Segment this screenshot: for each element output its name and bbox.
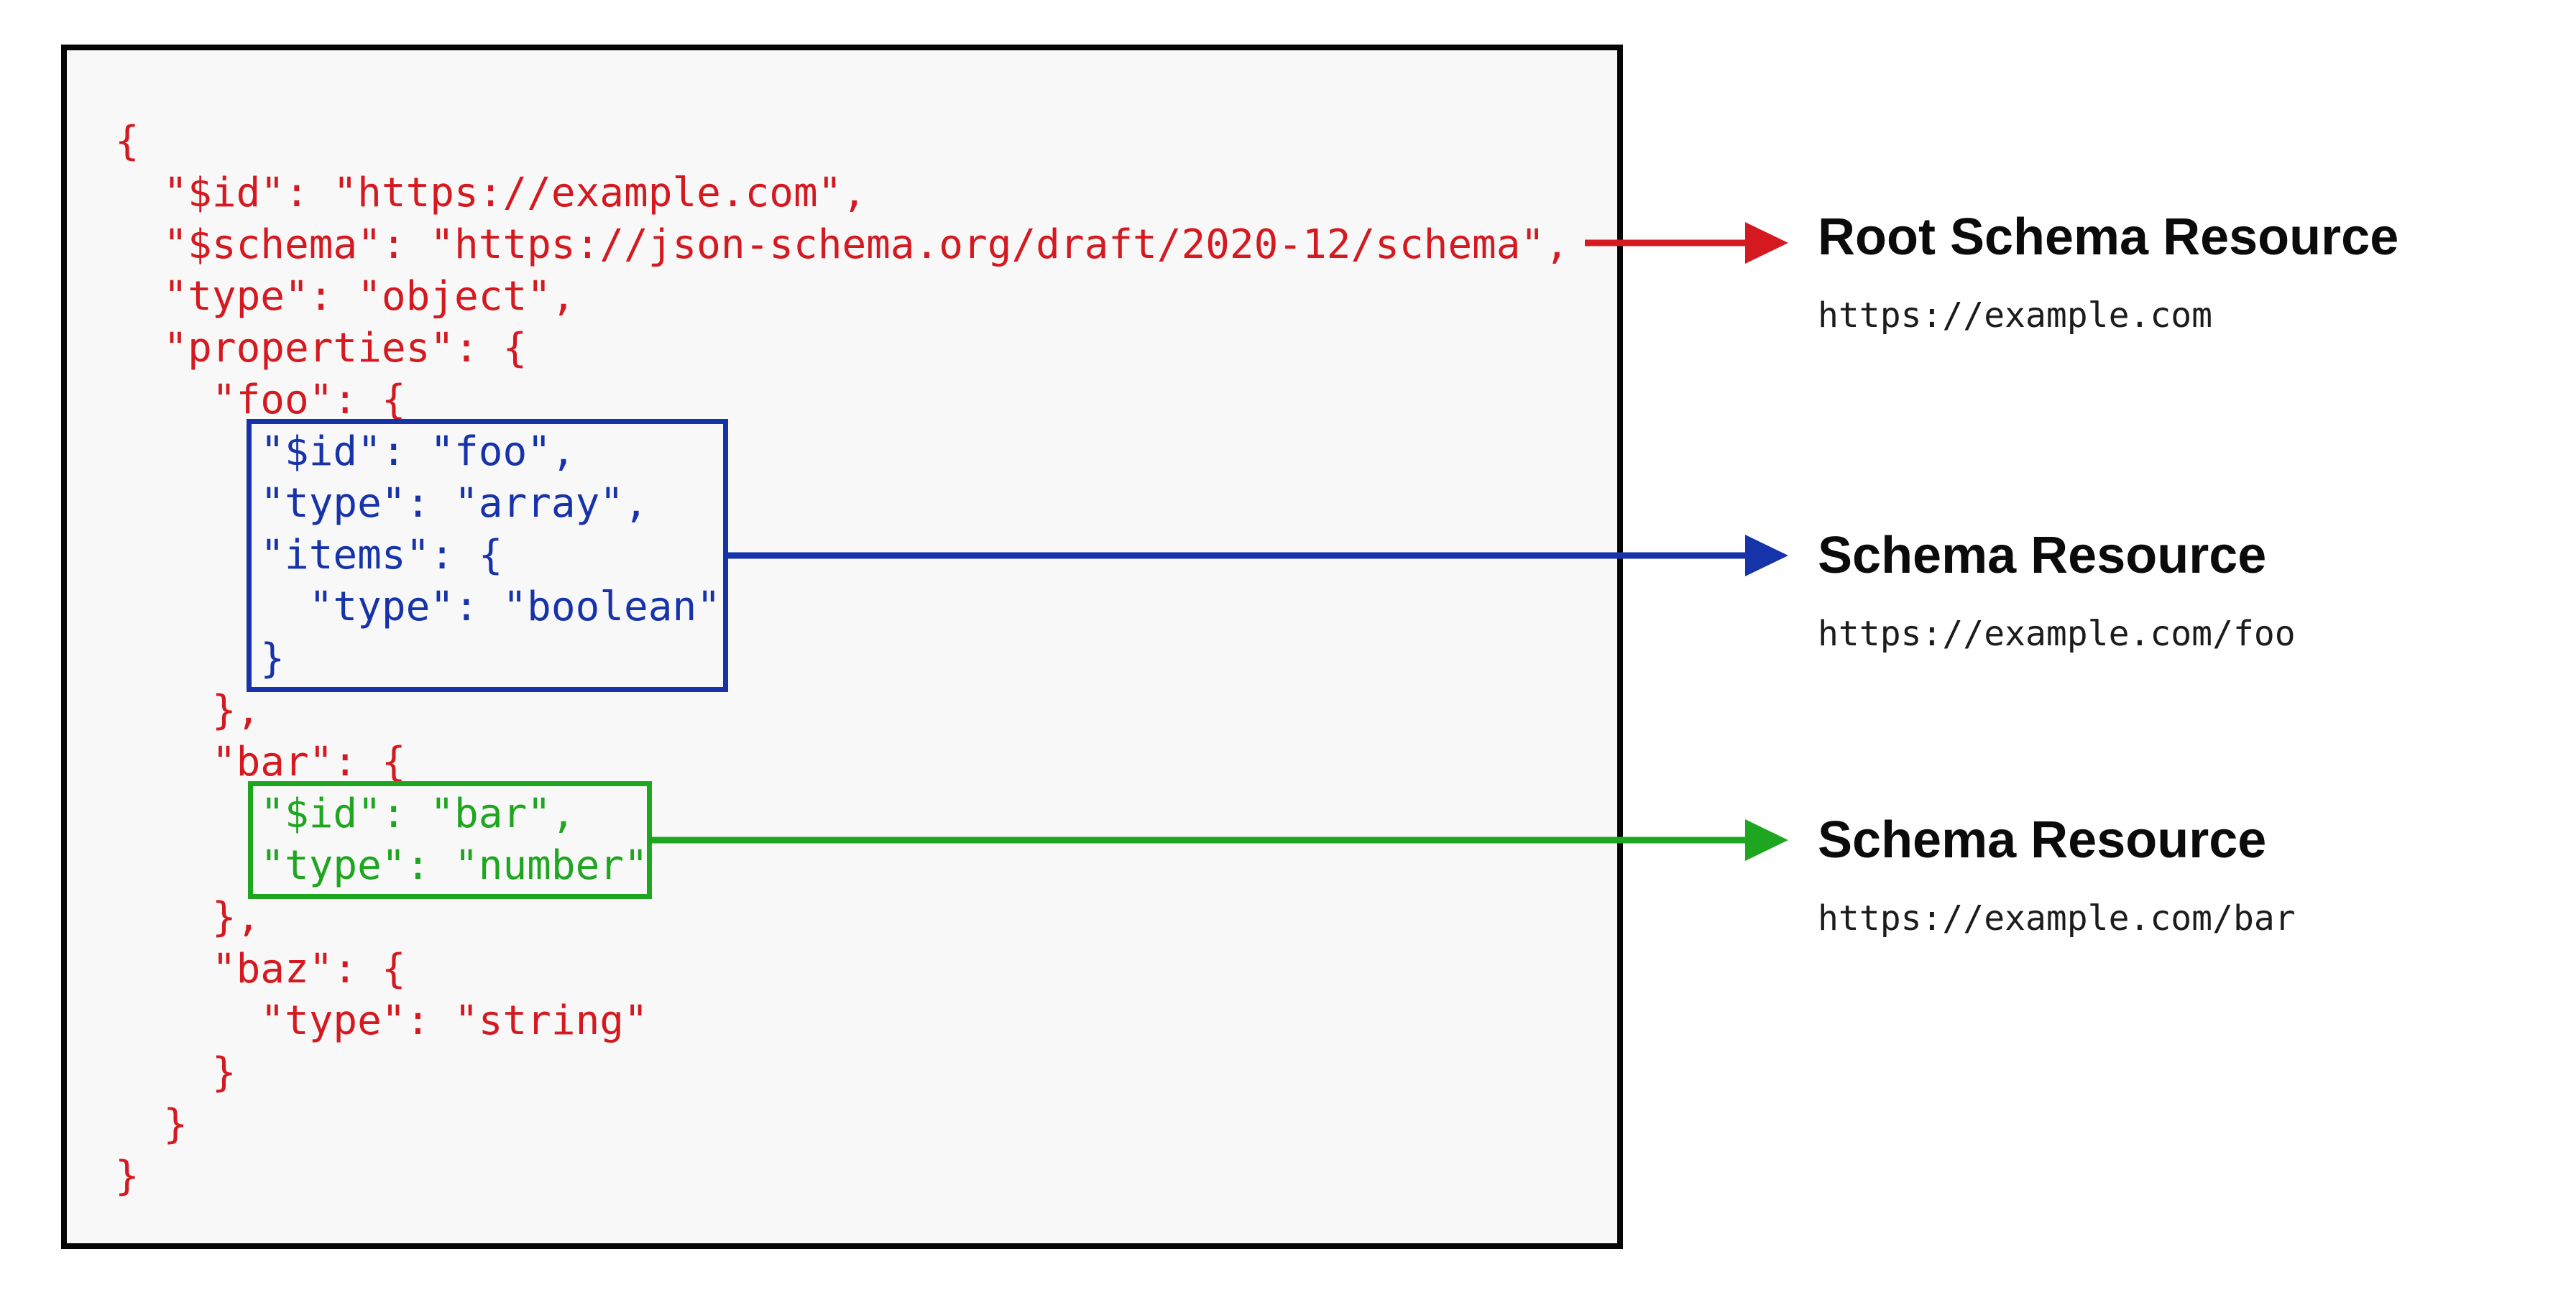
annotation-bar-schema-resource: Schema Resource https://example.com/bar [1818, 809, 2296, 940]
json-code-block: { "$id": "https://example.com", "$schema… [115, 116, 1569, 1202]
code-line: }, [115, 894, 261, 941]
annotation-foo-schema-resource: Schema Resource https://example.com/foo [1818, 525, 2296, 655]
code-line-schema-keyword: "$schema": "https://json-schema.org/draf… [115, 221, 1569, 268]
code-line-bar-schema: "type": "number" [115, 842, 648, 889]
schema-document-panel [61, 45, 1623, 1249]
code-line: } [115, 1153, 139, 1199]
annotation-title: Root Schema Resource [1818, 208, 2399, 266]
bar-schema-resource-outline [248, 781, 652, 899]
annotation-title: Schema Resource [1818, 811, 2267, 869]
foo-schema-resource-outline [247, 419, 728, 692]
code-line-foo-schema: } [115, 635, 285, 682]
annotation-root-schema-resource: Root Schema Resource https://example.com [1818, 206, 2398, 337]
annotation-title: Schema Resource [1818, 527, 2267, 584]
code-line-foo-schema: "$id": "foo", [115, 428, 576, 475]
code-line-foo-schema: "items": { [115, 532, 503, 579]
code-line: "foo": { [115, 377, 406, 423]
code-line: } [115, 1101, 188, 1148]
code-line: "baz": { [115, 946, 406, 992]
code-line-foo-schema: "type": "boolean" [115, 584, 721, 630]
code-line: } [115, 1049, 236, 1096]
code-line: }, [115, 687, 261, 734]
code-line: "$id": "https://example.com", [115, 170, 867, 216]
annotation-url: https://example.com [1818, 295, 2213, 336]
code-line: "properties": { [115, 325, 528, 372]
code-line-bar-schema: "$id": "bar", [115, 791, 576, 837]
code-line: { [115, 118, 139, 165]
code-line: "bar": { [115, 739, 406, 785]
code-line: "type": "object", [115, 273, 576, 320]
code-line: "type": "string" [115, 997, 648, 1044]
code-line-foo-schema: "type": "array", [115, 480, 648, 527]
annotation-url: https://example.com/bar [1818, 898, 2296, 939]
annotation-url: https://example.com/foo [1818, 614, 2296, 654]
